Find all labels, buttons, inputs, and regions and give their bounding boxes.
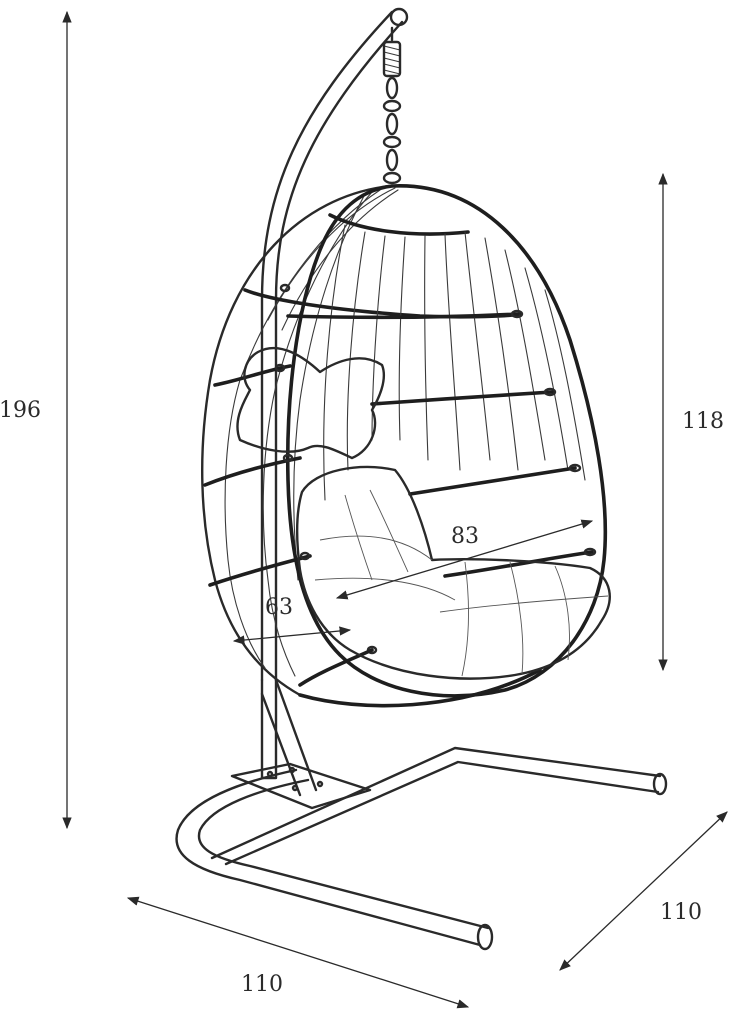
seat-cushion [296,465,611,680]
dimension-total-height: 196 [0,10,72,830]
dimension-base-width: 110 [559,811,728,971]
dimension-seat-depth: 63 [232,595,352,645]
total-height-label: 196 [0,398,41,423]
seat-width-label: 83 [451,524,479,549]
headrest-pillow [236,346,386,460]
stand-pole [260,7,409,682]
hanging-chain [382,26,402,185]
seat-depth-label: 63 [265,595,293,620]
dimension-seat-width: 83 [335,519,594,600]
egg-basket [201,184,608,708]
dimension-base-depth: 110 [126,896,470,1009]
seat-height-label: 118 [682,409,724,434]
dimension-seat-height: 118 [658,172,724,672]
stand-base [175,678,668,951]
base-width-label: 110 [660,900,702,925]
base-depth-label: 110 [241,972,283,997]
